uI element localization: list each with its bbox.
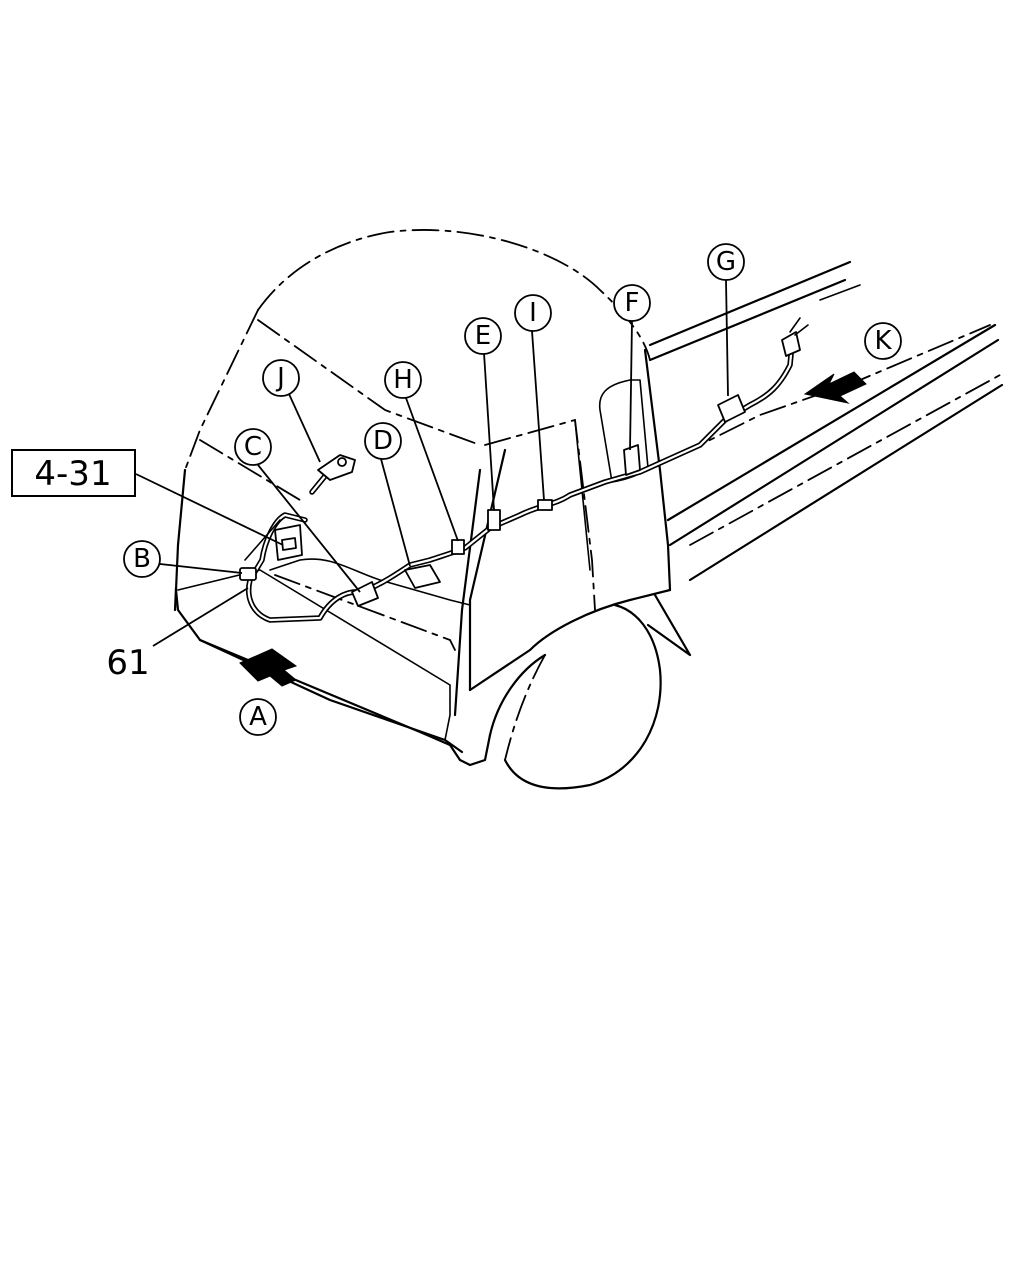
- bracket-f: [623, 444, 641, 476]
- callout-c-label: C: [244, 432, 262, 462]
- equalizer-g: [717, 394, 746, 423]
- arrow-k-icon: [803, 371, 867, 404]
- reference-box: 4-31: [11, 449, 136, 497]
- callout-d: D: [364, 422, 402, 460]
- callout-g-label: G: [716, 247, 736, 277]
- reference-box-label: 4-31: [34, 454, 111, 494]
- callout-h: H: [384, 361, 422, 399]
- callout-k-label: K: [874, 326, 892, 356]
- part-number-label: 61: [106, 643, 149, 683]
- callout-f: F: [613, 284, 651, 322]
- callout-e: E: [464, 317, 502, 355]
- leader-lines: [135, 279, 729, 647]
- callout-j: J: [262, 359, 300, 397]
- callout-h-label: H: [393, 365, 413, 395]
- parts: [239, 317, 809, 607]
- callout-g: G: [707, 243, 745, 281]
- bracket-d: [404, 564, 441, 589]
- arrow-a-icon: [239, 648, 298, 687]
- callout-k: K: [864, 322, 902, 360]
- callout-a-label: A: [249, 702, 267, 732]
- callout-i-label: I: [529, 298, 537, 328]
- bracket-c: [351, 581, 379, 607]
- brake-cable: [244, 342, 795, 623]
- callout-d-label: D: [373, 426, 393, 456]
- callout-j-label: J: [275, 363, 285, 393]
- callout-b-label: B: [133, 544, 151, 574]
- callout-f-label: F: [625, 288, 640, 318]
- callout-i: I: [514, 294, 552, 332]
- callout-c: C: [234, 428, 272, 466]
- truck-body: [173, 229, 1004, 790]
- callout-b: B: [123, 540, 161, 578]
- callout-e-label: E: [475, 321, 491, 351]
- callout-a: A: [239, 698, 277, 736]
